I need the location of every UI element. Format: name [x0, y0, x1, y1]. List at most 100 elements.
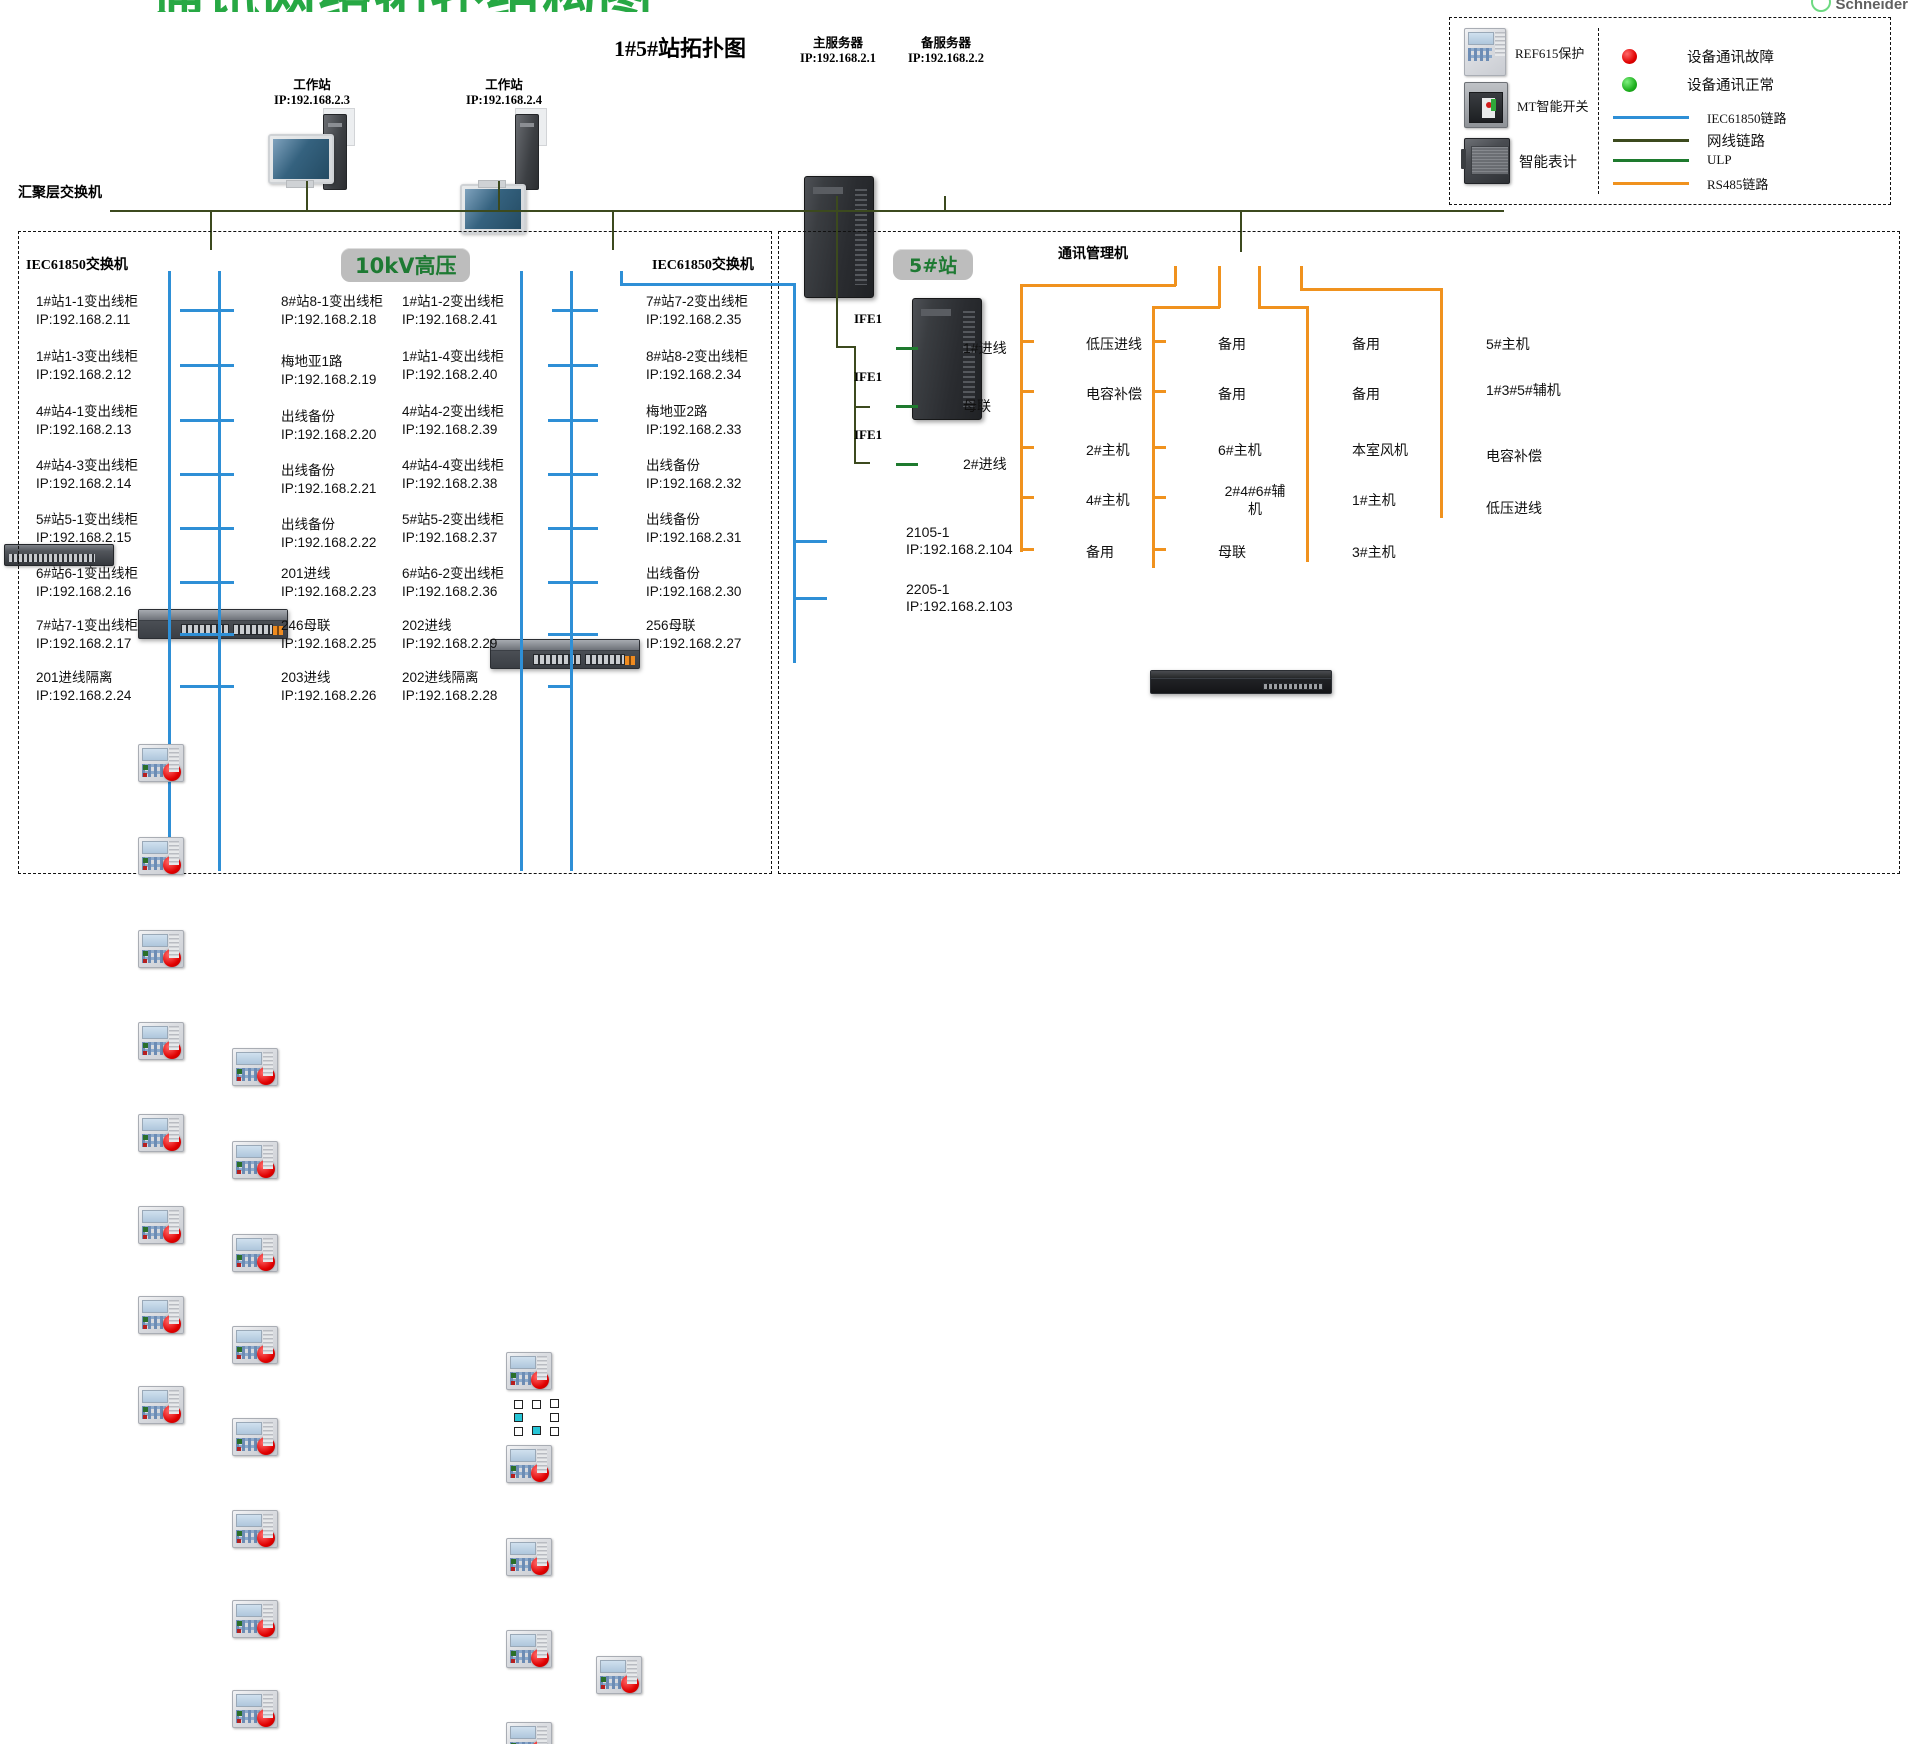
- selection-handle-tm[interactable]: [532, 1400, 541, 1409]
- rs485-drop-d: [1300, 266, 1303, 290]
- relay-c1-4-name: 5#站5-1变出线柜: [36, 512, 139, 527]
- relay-c2-7-name: 203进线: [281, 670, 331, 685]
- backbone-srv1-drop: [836, 196, 838, 212]
- breaker-icon: [1464, 82, 1508, 128]
- relay-c2-6-icon[interactable]: [232, 1600, 278, 1638]
- relay-c2-0-link: [218, 309, 234, 312]
- legend-device-meter-label: 智能表计: [1519, 154, 1577, 171]
- selection-handle-bl[interactable]: [514, 1427, 523, 1436]
- relay-red-led-icon: [143, 959, 147, 963]
- relay-c1-1-icon[interactable]: [138, 837, 184, 875]
- relay-c2-4-icon[interactable]: [232, 1418, 278, 1456]
- standalone-relay-0-name: 2105-1: [906, 524, 950, 540]
- backbone-trunk: [110, 210, 1504, 212]
- relay-c2-7-icon[interactable]: [232, 1690, 278, 1728]
- selection-handle-br[interactable]: [550, 1427, 559, 1436]
- workstation2-name: 工作站: [485, 78, 523, 92]
- selection-handle-bm[interactable]: [532, 1426, 541, 1435]
- breaker-2-label: 2#进线: [963, 456, 1007, 472]
- relay-c1-4-icon[interactable]: [138, 1114, 184, 1152]
- relay-c3-1-icon[interactable]: [506, 1445, 552, 1483]
- relay-green-led-icon: [143, 1407, 148, 1412]
- relay-c1-2-icon[interactable]: [138, 930, 184, 968]
- relay-red-led-icon: [237, 1447, 241, 1451]
- relay-c2-0-name: 8#站8-1变出线柜: [281, 294, 384, 309]
- meter-m1-1-link: [1020, 390, 1034, 393]
- relay-c4-2-name: 梅地亚2路: [646, 404, 708, 419]
- relay-c3-2-icon[interactable]: [506, 1538, 552, 1576]
- relay-c1-0-ip: IP:192.168.2.11: [36, 312, 131, 327]
- relay-c1-3-icon[interactable]: [138, 1022, 184, 1060]
- relay-c1-0-icon[interactable]: [138, 744, 184, 782]
- relay-c3-0-icon[interactable]: [506, 1352, 552, 1390]
- rs485-drop-c: [1258, 266, 1261, 308]
- relay-c3-3-icon[interactable]: [506, 1630, 552, 1668]
- relay-c1-0-link: [180, 309, 220, 312]
- main-server-icon: [804, 176, 874, 298]
- backup-server-icon: [912, 298, 982, 420]
- meter-m3-4-label: 3#主机: [1352, 544, 1396, 560]
- status-dot: [163, 1041, 181, 1059]
- main-server-caption: 主服务器 IP:192.168.2.1: [778, 36, 898, 66]
- status-dot: [163, 1225, 181, 1243]
- relay-green-led-icon: [143, 1043, 148, 1048]
- legend-device-relay-label: REF615保护: [1515, 45, 1585, 61]
- relay-c2-2-icon[interactable]: [232, 1234, 278, 1272]
- relay-c4-5-ip: IP:192.168.2.30: [646, 584, 742, 599]
- relay-c4-0-icon[interactable]: [596, 1656, 642, 1694]
- selection-handle-tl[interactable]: [514, 1400, 523, 1409]
- relay-c2-2-name: 出线备份: [281, 409, 335, 424]
- relay-green-led-icon: [237, 1069, 242, 1074]
- relay-icon: [1464, 28, 1506, 76]
- comm-manager-top: [1151, 671, 1331, 680]
- selection-handle-mr[interactable]: [550, 1413, 559, 1422]
- relay-c1-6-icon[interactable]: [138, 1296, 184, 1334]
- status-dot: [163, 763, 181, 781]
- meter-m1-3-label: 4#主机: [1086, 492, 1130, 508]
- relay-c2-1-ip: IP:192.168.2.19: [281, 372, 377, 387]
- aggregation-switch-label: 汇聚层交换机: [18, 186, 102, 201]
- relay-c3-4-name: 5#站5-2变出线柜: [402, 512, 505, 527]
- relay-green-led-icon: [237, 1439, 242, 1444]
- relay-c2-1-icon[interactable]: [232, 1141, 278, 1179]
- relay-green-led-icon: [601, 1677, 606, 1682]
- relay-c4-1-link: [570, 364, 598, 367]
- relay-c1-5-ip: IP:192.168.2.16: [36, 584, 132, 599]
- status-dot: [257, 1619, 275, 1637]
- relay-red-led-icon: [237, 1170, 241, 1174]
- relay-c2-5-icon[interactable]: [232, 1510, 278, 1548]
- relay-c1-7-icon[interactable]: [138, 1386, 184, 1424]
- meter-m1-0-label: 低压进线: [1086, 336, 1142, 352]
- relay-c2-0-icon[interactable]: [232, 1048, 278, 1086]
- relay-c1-4-ip: IP:192.168.2.15: [36, 530, 132, 545]
- iec-switch-left-ports-b: [233, 624, 273, 635]
- relay-c1-5-icon[interactable]: [138, 1206, 184, 1244]
- ife-0-ulp-link: [896, 347, 918, 350]
- meter-m2-1-label: 备用: [1218, 386, 1246, 402]
- relay-green-led-icon: [237, 1621, 242, 1626]
- relay-red-led-icon: [237, 1539, 241, 1543]
- selection-handle-tr[interactable]: [550, 1399, 559, 1408]
- iec-switch-left-label: IEC61850交换机: [26, 258, 128, 273]
- meter-tab-icon: [1461, 149, 1466, 169]
- relay-c3-4-icon[interactable]: [506, 1722, 552, 1744]
- status-dot: [531, 1371, 549, 1389]
- brand-logo: Schneider: [1811, 0, 1908, 13]
- legend-device-breaker: MT智能开关: [1464, 82, 1589, 128]
- legend-link-ulp: ULP: [1613, 152, 1732, 168]
- relay-c2-4-ip: IP:192.168.2.22: [281, 535, 377, 550]
- status-dot: [163, 856, 181, 874]
- rs485-riser-m2: [1152, 306, 1155, 568]
- selection-handle-ml[interactable]: [514, 1413, 523, 1422]
- relay-c2-3-icon[interactable]: [232, 1326, 278, 1364]
